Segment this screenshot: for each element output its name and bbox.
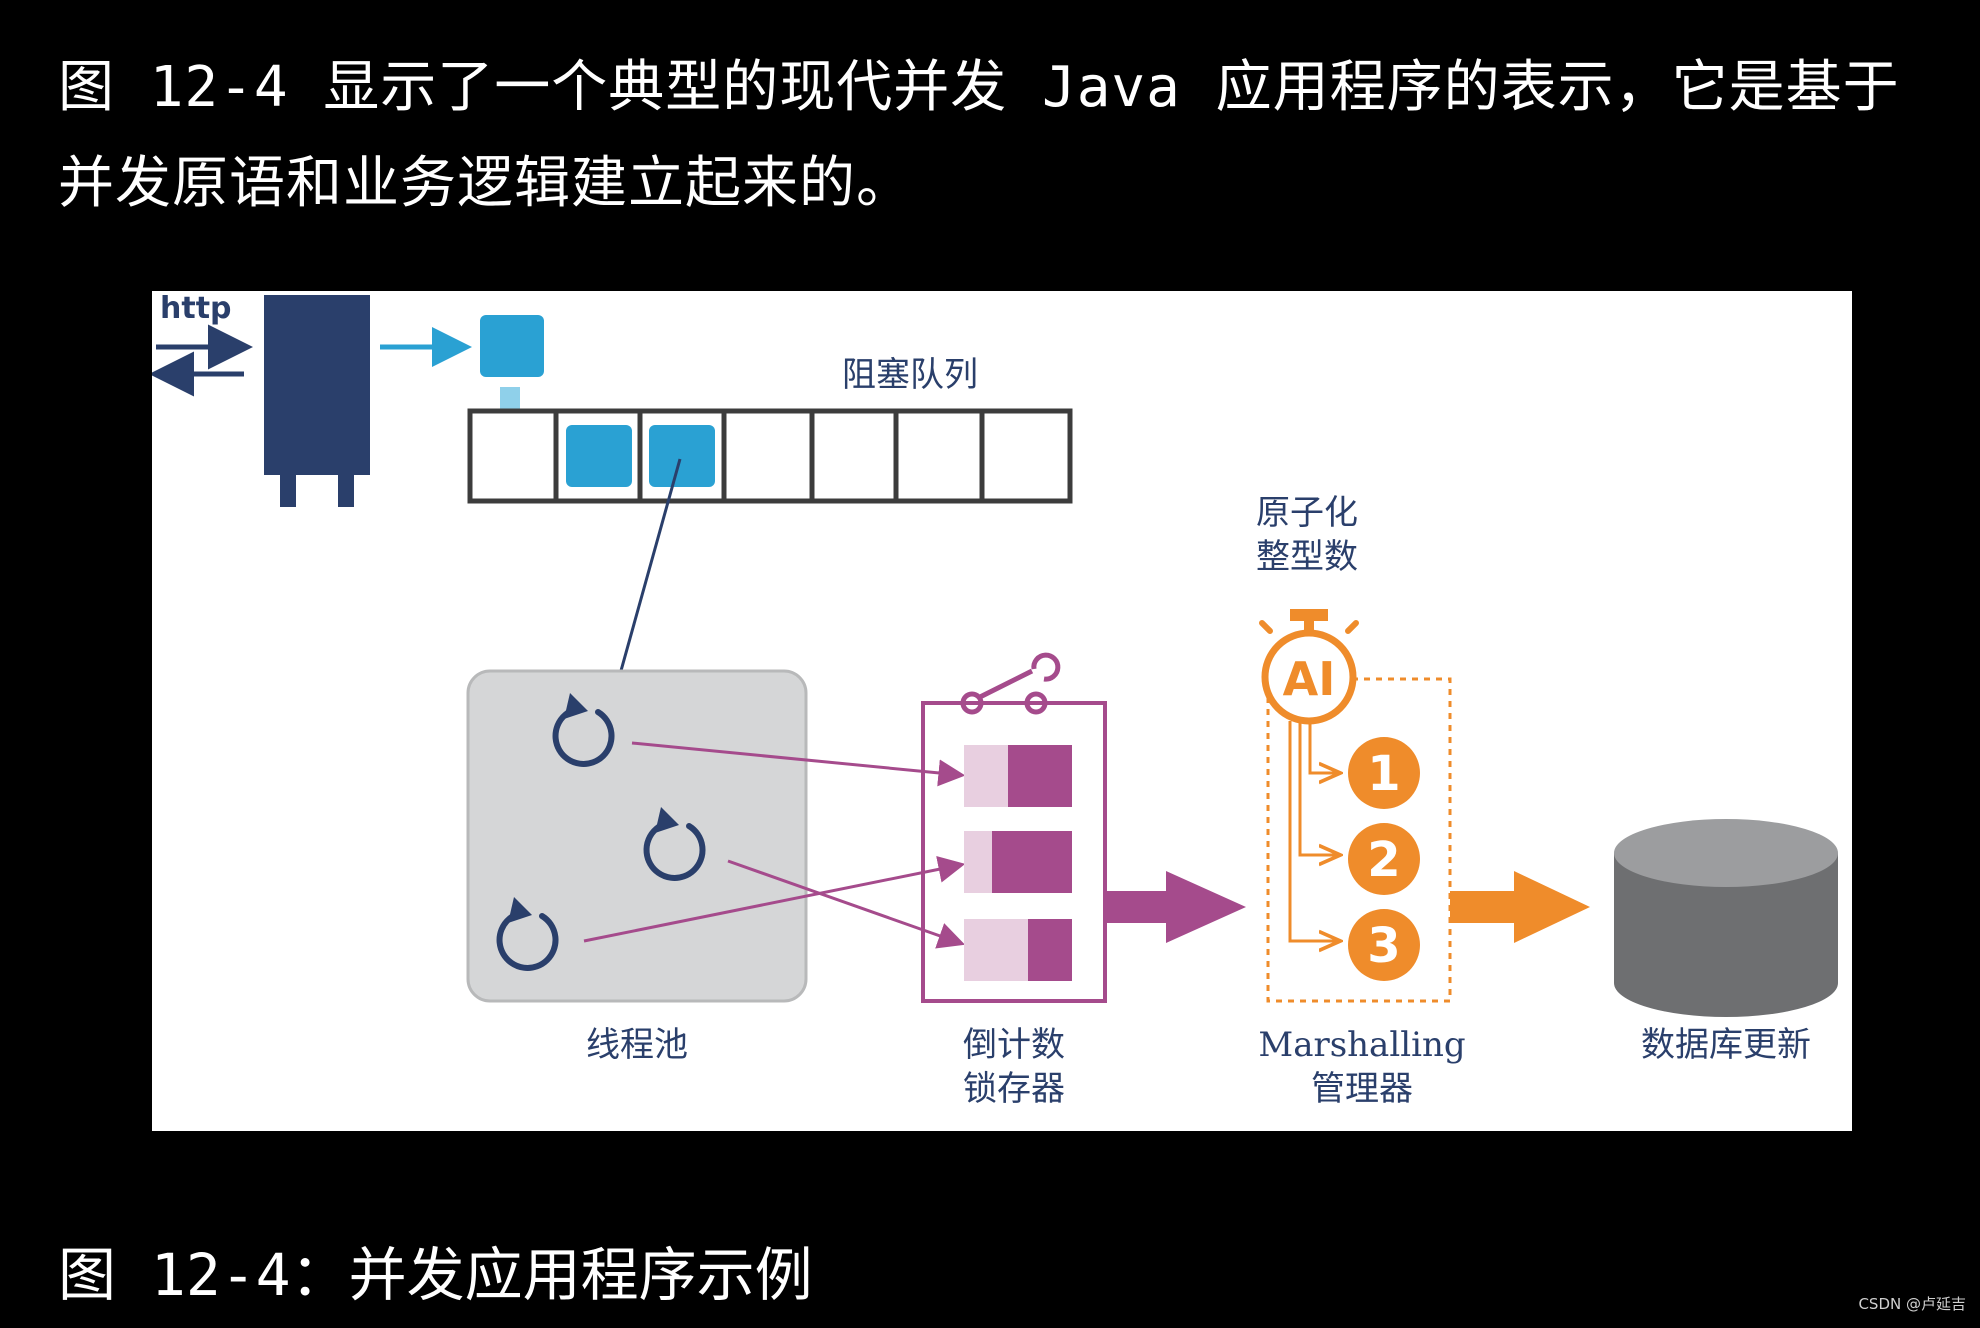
watermark: CSDN @卢延吉: [1858, 1295, 1966, 1313]
thread-pool-box: [466, 669, 808, 1003]
latch-box: [921, 701, 1107, 1003]
dequeue-arrow: [604, 458, 682, 709]
blocking-queue-label: 阻塞队列: [842, 355, 978, 395]
incoming-task: [480, 315, 544, 377]
figure-caption: 图 12-4：并发应用程序示例: [58, 1241, 813, 1309]
blocking-queue: [467, 408, 1073, 504]
number-badge: [1348, 737, 1420, 809]
thread-pool-label: 线程池: [586, 1025, 688, 1065]
queued-task: [566, 425, 632, 487]
intro-paragraph: 图 12-4 显示了一个典型的现代并发 Java 应用程序的表示，它是基于并发原…: [58, 55, 1900, 216]
latch-label-line2: 锁存器: [963, 1069, 1065, 1109]
queued-task: [649, 425, 715, 487]
number-badge: [1348, 823, 1420, 895]
marshalling-label-line2: 管理器: [1311, 1069, 1413, 1109]
latch-label: 倒计数 锁存器: [934, 1023, 1094, 1111]
number-badge: [1348, 909, 1420, 981]
marshalling-label: Marshalling 管理器: [1242, 1023, 1482, 1111]
flow-arrow-to-database: [1450, 871, 1590, 943]
atomic-badge: AI: [1283, 652, 1336, 706]
database-icon: [1614, 819, 1838, 1017]
thread-icon: [643, 807, 706, 881]
diagram-graphics: AI 1 2 3: [152, 295, 1838, 1017]
concurrency-diagram: AI 1 2 3 http 阻塞队列 原子化 整型: [152, 291, 1852, 1131]
marshalling-label-line1: Marshalling: [1258, 1025, 1466, 1065]
atomic-int-label-line1: 原子化: [1256, 493, 1358, 533]
number-badge-label: 1: [1367, 746, 1400, 802]
number-badge-label: 2: [1367, 832, 1400, 888]
flow-arrow-to-marshalling: [1104, 871, 1246, 943]
latch-label-line1: 倒计数: [963, 1025, 1065, 1065]
thread-icon: [496, 897, 559, 971]
atomic-int-label: 原子化 整型数: [1232, 491, 1382, 579]
database-update-label: 数据库更新: [1641, 1025, 1811, 1065]
http-arrows: [152, 324, 253, 397]
atomic-int-label-line2: 整型数: [1256, 537, 1358, 577]
worker-number-badges: [1348, 737, 1420, 981]
server-icon: [264, 295, 370, 507]
dispatch-lines: [1288, 721, 1338, 941]
thread-icon: [552, 693, 615, 767]
http-label: http: [160, 291, 232, 326]
latch-counter: [964, 745, 1072, 981]
number-badge-label: 3: [1367, 918, 1400, 974]
